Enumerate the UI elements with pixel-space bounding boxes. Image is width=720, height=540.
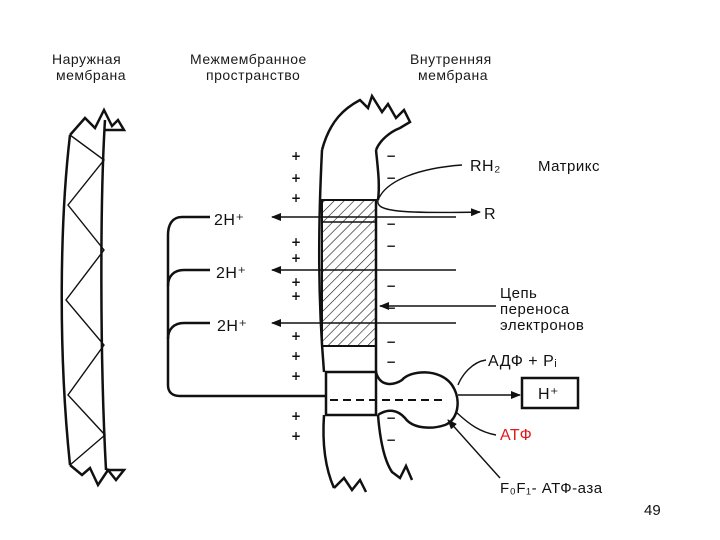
substrate-r: R [484, 206, 496, 223]
svg-text:+: + [291, 289, 301, 303]
substrate-rh2: RH₂ [470, 158, 501, 175]
svg-text:+: + [291, 171, 301, 185]
svg-text:+: + [291, 251, 301, 265]
proton-box-label: H⁺ [538, 386, 559, 403]
header-inner-membrane-line1: Внутренняя [410, 51, 492, 67]
proton-label-2: 2H⁺ [216, 265, 246, 282]
svg-text:+: + [291, 191, 301, 205]
proton-label-1: 2H⁺ [214, 212, 244, 229]
negative-charges: − − − − − − − − − − [386, 149, 396, 447]
atp-arrow [455, 411, 497, 436]
svg-text:−: − [386, 433, 396, 447]
enzyme-label: F₀F₁- АТФ-аза [500, 480, 603, 497]
substrate-arrow [377, 164, 481, 217]
chain-label-line2: переноса [500, 301, 570, 318]
svg-text:−: − [386, 411, 396, 425]
chain-label-line3: электронов [500, 317, 584, 334]
svg-text:+: + [291, 369, 301, 383]
svg-text:−: − [386, 149, 396, 163]
header-intermembrane-line2: пространство [206, 67, 300, 83]
adp-pi-label: АДФ + Pᵢ [488, 353, 557, 370]
chain-label-line1: Цепь [500, 285, 537, 302]
enzyme-pointer [447, 419, 501, 479]
svg-text:−: − [386, 239, 396, 253]
outer-membrane [60, 107, 127, 488]
positive-charges: + + + + + + + + + + + + [291, 149, 301, 443]
svg-text:+: + [291, 275, 301, 289]
proton-return-path [166, 215, 326, 398]
svg-text:−: − [386, 217, 396, 231]
atp-synthase [324, 370, 459, 429]
svg-text:+: + [291, 149, 301, 163]
atp-label: АТФ [500, 427, 532, 444]
header-inner-membrane-line2: мембрана [418, 67, 488, 83]
svg-text:−: − [386, 279, 396, 293]
header-intermembrane-line1: Межмембранное [190, 51, 307, 67]
adp-arrow [457, 359, 487, 386]
svg-text:−: − [386, 301, 396, 315]
header-outer-membrane-line1: Наружная [52, 51, 121, 67]
matrix-label: Матрикс [538, 158, 600, 175]
page-number: 49 [644, 502, 661, 519]
proton-box [520, 376, 580, 410]
svg-text:+: + [291, 349, 301, 363]
header-outer-membrane-line2: мембрана [56, 67, 126, 83]
svg-text:+: + [291, 409, 301, 423]
svg-text:+: + [291, 235, 301, 249]
svg-text:−: − [386, 335, 396, 349]
svg-text:−: − [386, 171, 396, 185]
svg-text:+: + [291, 429, 301, 443]
svg-text:+: + [291, 329, 301, 343]
electron-transport-chain [321, 199, 377, 347]
proton-label-3: 2H⁺ [217, 318, 247, 335]
svg-text:−: − [386, 355, 396, 369]
